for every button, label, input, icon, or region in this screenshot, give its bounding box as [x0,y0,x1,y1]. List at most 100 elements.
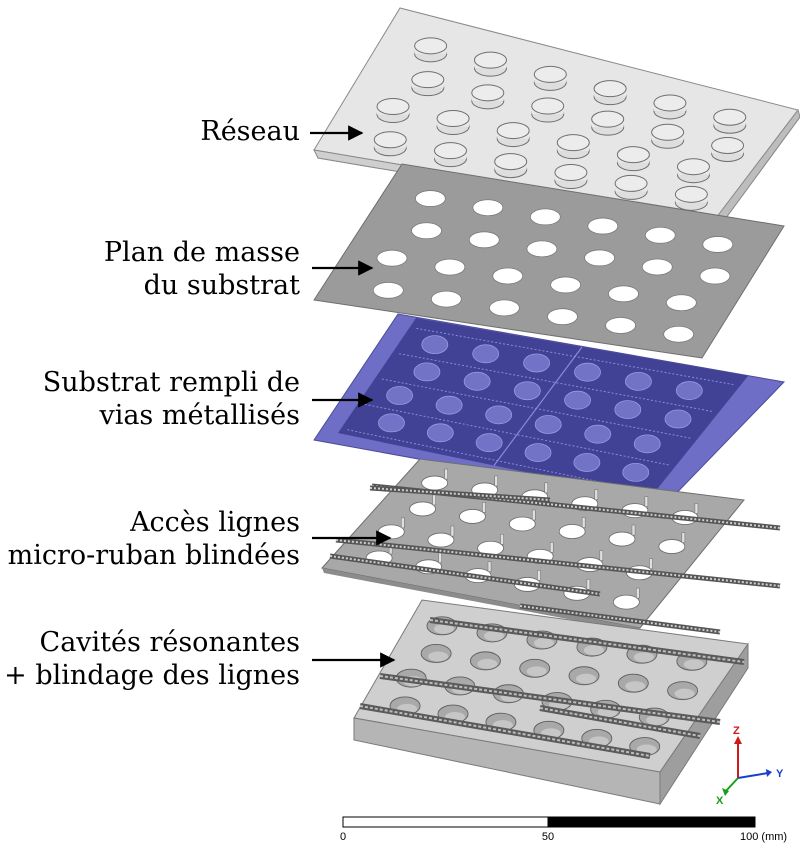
access-feed-stub [581,517,586,528]
shielding-channel-core [379,675,721,723]
ground-plane-hole [699,267,731,285]
microstrip-line-shield [335,537,781,589]
array-ring-cylinders [373,37,747,211]
microstrip-line-shield [369,485,551,503]
scale-bar-white [342,816,549,828]
array-ring-top [614,174,648,192]
access-feed-stub [532,509,536,521]
cavity-floor [646,715,667,726]
ground-plane-hole [434,258,466,276]
ground-plane-hole [372,281,404,299]
array-ring-top [473,51,507,69]
shielding-channel-core [539,707,701,737]
substrate-via-patch [524,443,552,463]
z-axis-label: Z [733,725,740,737]
ground-plane-hole [468,231,500,249]
array-ring-top [616,146,650,164]
ground-plane-hole [489,299,520,317]
array-ring-top [376,98,410,116]
access-feed-stub [500,533,504,545]
substrate-via-patch [386,386,414,405]
x-axis [724,777,739,793]
scale-end: 100 (mm) [740,831,787,843]
shielding-channel-core [429,619,745,663]
access-feed-stub [599,550,604,561]
access-feed-stub [649,558,653,570]
scale-bar: 0 50 100 (mm) [340,816,787,843]
array-ring-top [531,97,565,115]
substrate-via-patch [475,433,503,453]
substrate-via-patch [485,405,513,425]
substrate-via-patch [523,353,551,373]
ground-plane-hole [430,290,462,308]
label-plan-masse-line2: du substrat [143,270,300,301]
access-feed-stub [444,468,448,480]
substrate-via-patch [564,390,591,410]
access-feed-stub [432,494,436,506]
ground-plane-hole [529,208,561,226]
access-feed-stub [644,496,649,507]
array-ring-top [554,164,588,182]
ground-plane-hole [584,249,615,267]
substrate-via-patch [584,424,612,444]
substrate-via-patch [573,453,601,472]
label-cavites: Cavités résonantes + blindage des lignes [4,626,300,692]
array-ring-top [436,110,470,128]
ground-plane-hole [411,222,442,240]
access-feed-stub [694,503,699,514]
array-ring-top [593,80,627,98]
access-plate-hole [658,539,686,554]
array-ring-top [494,153,528,171]
access-feed-stub [544,482,549,494]
substrate-via-patch [574,362,601,382]
ground-plane-hole [414,190,446,207]
label-acces-line2: micro-ruban blindées [7,540,300,571]
axis-triad: Z Y X [716,725,784,807]
substrate-via-row [399,353,713,412]
ground-plane-hole [492,267,524,285]
array-ring-top [496,122,530,140]
label-reseau-text: Réseau [200,116,300,147]
cavity-floor [533,638,554,649]
ground-plane-hole [587,217,619,235]
microstrip-access-plate [321,458,781,635]
array-ring-top [674,185,708,203]
ground-plane [313,163,785,359]
scale-mid: 50 [542,831,554,843]
label-acces: Accès lignes micro-ruban blindées [8,506,300,572]
array-ring-top [713,108,747,126]
shielding-channel-core [359,705,651,757]
substrate-via-patch [625,371,652,391]
substrate-via-patch [463,371,491,391]
substrate-via-patch [622,463,650,482]
cavity-floor [576,673,597,684]
ground-plane-hole [472,199,504,217]
microstrip-line-vias [519,605,721,633]
substrate-via-patch [421,335,449,355]
cavity-floor [434,623,454,634]
cavity-floor [483,630,504,641]
access-feed-stub [681,532,686,543]
substrate-via-pattern [347,327,734,493]
access-plate-hole [459,509,486,524]
resonant-cavities-block [353,599,749,806]
cavity-floor [633,652,654,663]
access-feed-stub [401,517,405,529]
array-ring-top [676,158,710,176]
array-ring-top [411,71,445,89]
cavity-floor [526,666,547,677]
shielded-microstrip-lines [329,483,781,635]
array-ring-top [651,123,685,141]
access-plate-hole [558,524,586,539]
ground-plane-hole [665,294,697,312]
label-substrat: Substrat rempli de vias métallisés [43,366,300,432]
substrate-via-patch [413,362,441,382]
array-ring-top [653,94,687,112]
substrate-via-patch [534,415,562,434]
cavity-floor [583,645,604,656]
access-plate-hole [612,594,640,610]
access-feed-stub [482,502,486,513]
access-feed-stub [636,587,640,599]
